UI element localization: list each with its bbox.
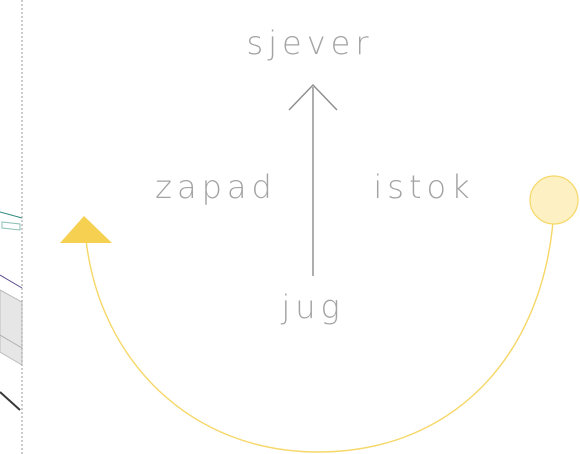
direction-triangle-icon xyxy=(60,216,112,243)
left-strip-purple-line xyxy=(0,274,23,289)
label-north: sjever xyxy=(246,24,373,62)
left-strip-gray-band xyxy=(0,289,23,366)
label-south: jug xyxy=(280,288,344,326)
left-strip-gray-diagonal xyxy=(0,334,23,349)
label-west: zapad xyxy=(155,168,277,206)
left-strip-dark-diagonal xyxy=(0,391,21,411)
sun-path-arc xyxy=(85,221,554,453)
sun-circle-icon xyxy=(529,175,579,225)
label-east: istok xyxy=(373,168,474,206)
north-arrow-icon xyxy=(288,83,338,276)
left-strip-teal-line xyxy=(0,211,23,219)
left-strip xyxy=(0,0,23,454)
left-strip-teal-rect xyxy=(1,221,21,231)
